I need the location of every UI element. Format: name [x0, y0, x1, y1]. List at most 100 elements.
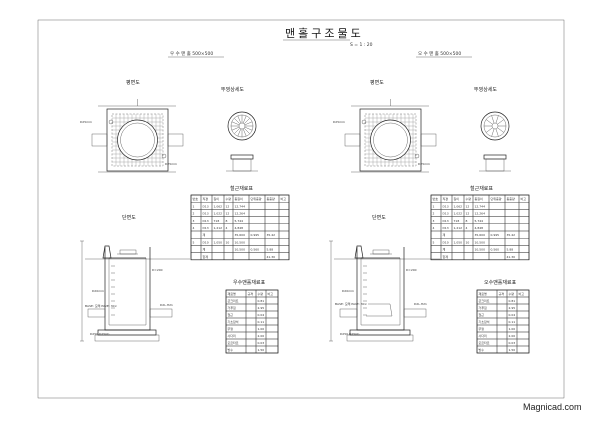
right-rebar-table-cell: D13 — [443, 204, 449, 208]
right-cover-detail — [479, 111, 511, 172]
right-callout-5: D2L.H21 — [414, 302, 427, 306]
sheet-scale: S = 1 : 20 — [350, 42, 373, 48]
right-rebar-table-cell: 10,500 — [475, 240, 486, 244]
right-qty-table-cell: 1.50 — [509, 348, 516, 352]
left-rebar-table-cell: 5 — [193, 240, 195, 244]
right-plan-label: 평면도 — [370, 79, 384, 86]
right-rebar-table-cell: 5,744 — [475, 219, 484, 223]
left-rebar-table-cell: 계 — [203, 232, 206, 237]
right-rebar-header-cell: 번호 — [433, 196, 439, 201]
left-plan-label: 평면도 — [126, 79, 140, 86]
left-rebar-table-cell: 3 — [193, 219, 195, 223]
left-qty-table-cell: 뚜껑 — [228, 326, 234, 331]
left-rebar-table-cell: 8 — [226, 219, 228, 223]
left-qty-table-cell: 0.11 — [258, 320, 265, 324]
right-callout-3: D20mm — [342, 289, 354, 293]
right-rebar-table-cell: 12,264 — [475, 212, 486, 216]
right-rebar-table-cell: 1,062 — [454, 204, 463, 208]
right-rebar-table-cell: 3 — [433, 219, 435, 223]
right-rebar-table-cell: 계 — [443, 232, 446, 237]
right-qty-header-cell: 재료명 — [479, 291, 488, 296]
left-qty-header-cell: 수량 — [258, 291, 264, 296]
left-qty-table-cell: 0.03 — [258, 341, 265, 345]
right-rebar-table-cell: 41.30 — [507, 255, 516, 259]
right-rebar-table-cell: 4 — [433, 226, 435, 230]
right-qty-table-cell: 방수 — [479, 347, 485, 352]
right-qty-header-cell: 수량 — [509, 291, 515, 296]
right-rebar-table-cell: D13 — [443, 226, 449, 230]
left-qty-label: 우수맨홀재료표 — [233, 279, 266, 286]
right-rebar-table-cell: 8 — [466, 219, 468, 223]
right-manhole-group: 오 수 맨 홀 500×500 평면도 뚜껑상세도 D25mm D25mm — [329, 50, 530, 354]
right-qty-label: 오수맨홀재료표 — [484, 279, 517, 286]
left-rebar-table-cell: 4 — [226, 226, 228, 230]
left-qty-table-cell: 사다리 — [228, 333, 237, 338]
left-cover-label: 뚜껑상세도 — [221, 86, 244, 93]
right-rebar-header-cell: 비고 — [521, 196, 527, 201]
sheet-border — [37, 19, 565, 399]
right-section-label: 단면도 — [372, 214, 386, 221]
left-rebar-table-cell: D10 — [203, 240, 209, 244]
left-qty-table-cell: 철근 — [228, 312, 234, 317]
right-qty-table-cell: 모르타르 — [479, 340, 490, 345]
left-rebar-table-cell: 41.30 — [267, 255, 276, 259]
left-rebar-table-cell: 10,500 — [235, 240, 246, 244]
left-rebar-table-cell: 0.995 — [251, 233, 260, 237]
right-qty-table-cell: 뚜껑 — [479, 326, 485, 331]
left-rebar-table-cell: 1 — [193, 204, 195, 208]
right-rebar-table-cell: 35.42 — [507, 233, 516, 237]
left-qty-table-cell: 2.00 — [258, 334, 265, 338]
left-cover-detail — [226, 111, 258, 172]
right-qty-table-cell: 거푸집 — [479, 305, 488, 310]
left-rebar-header-cell: 길이 — [214, 196, 220, 201]
right-qty-table-cell: 사다리 — [479, 333, 488, 338]
right-rebar-table-cell: 1,212 — [454, 226, 463, 230]
right-rebar-table-cell: D10 — [443, 240, 449, 244]
right-callout-2: D=200 — [406, 268, 417, 272]
left-callout-2: D=200 — [152, 268, 163, 272]
right-rebar-table-cell: 1,050 — [454, 240, 463, 244]
left-qty-table-cell: 콘크리트 — [228, 298, 239, 303]
left-qty-table-cell: 거푸집 — [228, 305, 237, 310]
right-rebar-table-cell: D13 — [443, 219, 449, 223]
left-heading: 우 수 맨 홀 500×500 — [170, 50, 213, 57]
left-qty-header-cell: 재료명 — [228, 291, 237, 296]
left-rebar-table-cell: 1,022 — [214, 212, 223, 216]
right-qty-header-cell: 규격 — [499, 291, 505, 296]
left-rebar-table-cell: 계 — [203, 247, 206, 252]
right-rebar-table-cell: 합계 — [443, 254, 449, 259]
left-rebar-table-cell: 0.560 — [251, 248, 260, 252]
left-qty-table-cell: 0.04 — [258, 313, 265, 317]
right-callout-1: D25mm — [418, 162, 430, 166]
left-qty-header-cell: 규격 — [248, 291, 254, 296]
right-rebar-table-cell: 0.560 — [491, 248, 500, 252]
left-rebar-table-cell: 12,264 — [235, 212, 246, 216]
right-rebar-table-cell: 12 — [466, 204, 470, 208]
left-rebar-table-cell: 합계 — [203, 254, 209, 259]
right-rebar-table-cell: D13 — [443, 212, 449, 216]
left-rebar-table-cell: D13 — [203, 219, 209, 223]
right-rebar-table-cell: 12,744 — [475, 204, 486, 208]
left-qty-table-cell: 0.81 — [258, 299, 265, 303]
left-rebar-header-cell: 단위중량 — [251, 196, 262, 201]
left-rebar-table-cell: 1,062 — [214, 204, 223, 208]
right-rebar-table-cell: 0.995 — [491, 233, 500, 237]
left-plan-view: D25mm D25mm — [80, 99, 184, 173]
right-rebar-table-cell: 2 — [433, 212, 435, 216]
left-rebar-table-cell: D13 — [203, 204, 209, 208]
right-rebar-table-cell: 4,848 — [475, 226, 484, 230]
left-rebar-table-cell: D13 — [203, 226, 209, 230]
right-rebar-table-cell: 12 — [466, 212, 470, 216]
left-callout-3: D20mm — [92, 289, 104, 293]
left-rebar-table-cell: 10 — [226, 240, 230, 244]
left-rebar-header-cell: 직경 — [203, 196, 209, 201]
right-rebar-header-cell: 길이 — [454, 196, 460, 201]
right-qty-table-cell: 1.00 — [509, 327, 516, 331]
right-qty-table-cell: 철근 — [479, 312, 485, 317]
